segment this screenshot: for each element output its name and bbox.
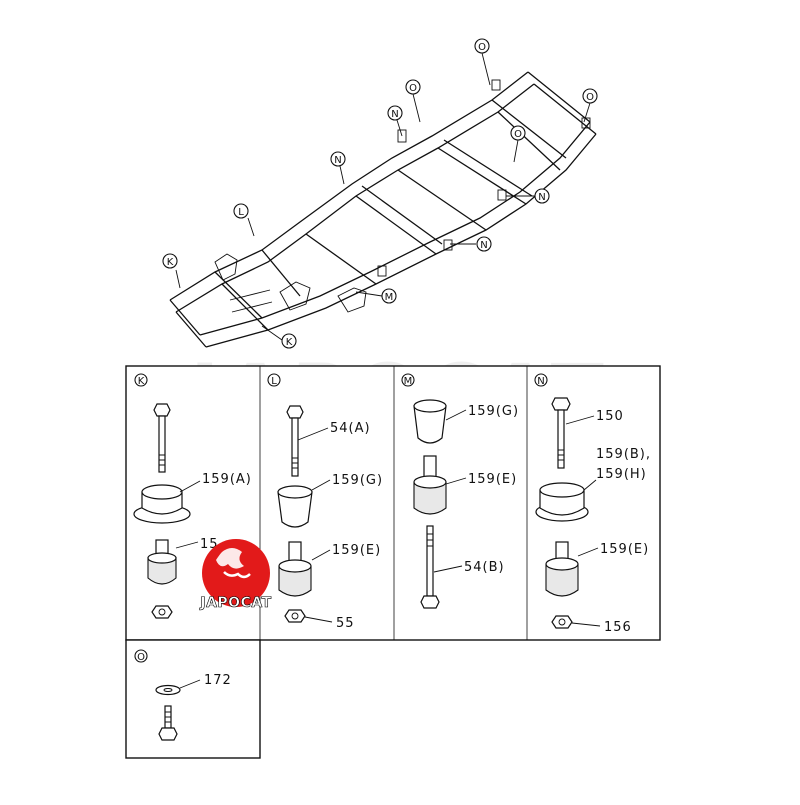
callout-n-2: N [330,151,346,167]
callout-n-3: N [534,188,550,204]
callout-n-1: N [387,105,403,121]
section-o-letter: O [137,652,145,663]
svg-text:K: K [167,257,174,268]
callout-m: M [381,288,397,304]
section-o: O 172 [134,649,232,741]
callout-n-4: N [476,236,492,252]
section-m: M 159(G) 159(E) 54(B) [401,373,519,609]
label-o-172: 172 [204,673,232,688]
label-k-159a: 159(A) [202,472,252,487]
callout-o-3: O [582,88,598,104]
callout-l: L [233,203,249,219]
section-l-letter: L [271,376,277,387]
svg-text:O: O [478,42,486,53]
section-k: K 159(A) 15 [133,373,252,619]
svg-text:N: N [538,192,545,203]
section-k-letter: K [138,376,145,387]
callout-k-1: K [162,253,178,269]
svg-text:N: N [334,155,341,166]
callout-o-2: O [405,79,421,95]
section-l: L 54(A) 159(G) 159(E) 55 [267,373,383,631]
label-l-55: 55 [336,616,355,631]
section-n: N 150 159(B), 159(H) 159(E) 156 [534,373,651,635]
label-n-159b: 159(B), [596,447,651,462]
callout-k-2: K [281,333,297,349]
svg-text:L: L [238,207,244,218]
frame-callouts: O O O O N N N N L K K M [162,38,598,349]
label-m-159g: 159(G) [468,404,519,419]
japocat-logo: JAPOCAT [199,539,271,611]
label-n-150: 150 [596,409,624,424]
label-l-54a: 54(A) [330,421,371,436]
svg-text:K: K [286,337,293,348]
label-l-159g: 159(G) [332,473,383,488]
svg-text:O: O [586,92,594,103]
label-n-159h: 159(H) [596,467,647,482]
label-n-159e: 159(E) [600,542,649,557]
svg-text:M: M [385,292,394,303]
chassis-frame [169,71,597,348]
callout-o-4: O [510,125,526,141]
callout-leaders [175,52,591,341]
label-m-54b: 54(B) [464,560,505,575]
svg-text:O: O [409,83,417,94]
label-m-159e: 159(E) [468,472,517,487]
svg-text:O: O [514,129,522,140]
logo-text: JAPOCAT [199,595,271,611]
label-n-156: 156 [604,620,632,635]
section-m-letter: M [404,376,413,387]
svg-text:N: N [480,240,487,251]
label-l-159e: 159(E) [332,543,381,558]
callout-o-1: O [474,38,490,54]
section-n-letter: N [537,376,544,387]
svg-text:N: N [391,109,398,120]
